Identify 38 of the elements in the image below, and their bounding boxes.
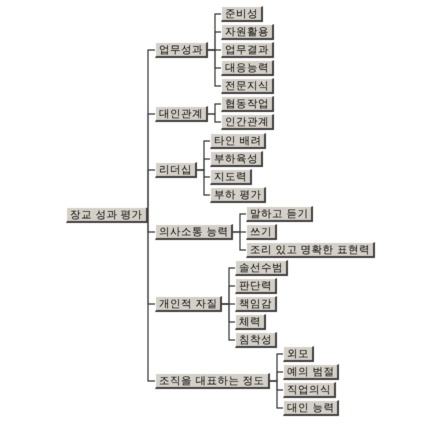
connector-line	[147, 214, 155, 382]
category-label: 외모	[283, 346, 314, 362]
category-label: 업무성과	[155, 42, 208, 58]
category-label: 자원활용	[221, 24, 274, 40]
category-label: 침착성	[235, 332, 277, 348]
connector-line	[233, 231, 246, 251]
category-label: 직업의식	[283, 382, 336, 398]
category-label: 예의 범절	[283, 364, 340, 380]
category-label: 체력	[235, 314, 266, 330]
category-label: 전문지식	[221, 78, 274, 94]
category-label: 조리 있고 명확한 표현력	[246, 242, 376, 258]
category-label: 말하고 듣기	[246, 206, 314, 222]
connector-line	[147, 169, 155, 216]
category-label: 장교 성과 평가	[66, 207, 148, 223]
category-label: 업무결과	[221, 42, 274, 58]
category-label: 부하육성	[210, 151, 263, 167]
connector-line	[222, 303, 235, 341]
category-label: 의사소통 능력	[155, 224, 234, 240]
category-label: 조직을 대표하는 정도	[155, 373, 270, 389]
category-label: 타인 배려	[210, 133, 266, 149]
connector-line	[197, 169, 210, 196]
category-label: 판단력	[235, 278, 277, 294]
category-label: 대응능력	[221, 60, 274, 76]
category-label: 부하 평가	[210, 187, 266, 203]
category-label: 솔선수범	[235, 260, 288, 276]
category-label: 준비성	[221, 6, 263, 22]
connector-line	[270, 380, 283, 409]
category-label: 개인적 자질	[155, 296, 222, 312]
category-label: 대인 능력	[283, 400, 340, 416]
category-label: 쓰기	[246, 224, 277, 240]
category-label: 대인관계	[155, 106, 208, 122]
category-label: 인간관계	[221, 114, 274, 130]
category-label: 협동작업	[221, 96, 274, 112]
category-label: 책임감	[235, 296, 277, 312]
category-label: 지도력	[210, 169, 252, 185]
connector-line	[208, 113, 221, 123]
category-label: 리더십	[155, 162, 197, 178]
connector-line	[208, 49, 221, 87]
